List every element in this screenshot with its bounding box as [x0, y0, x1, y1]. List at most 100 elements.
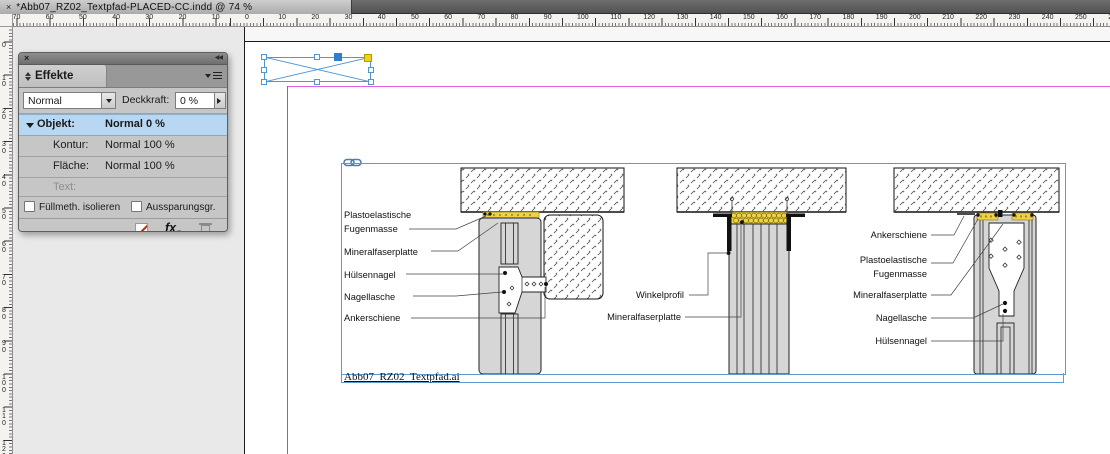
label-plastoelastische-3: Plastoelastische	[860, 255, 927, 265]
margin-guide-horizontal[interactable]	[287, 86, 1110, 87]
hruler-label: 240	[1041, 14, 1054, 21]
tab-effekte[interactable]: Effekte	[19, 65, 107, 87]
blend-mode-dropdown-button[interactable]	[101, 92, 116, 109]
label-ankerschiene-1: Ankerschiene	[344, 313, 400, 323]
selected-empty-frame[interactable]	[261, 53, 374, 85]
hruler-label: 60	[45, 14, 54, 21]
pasteboard-above-page	[245, 27, 1110, 41]
document-tab[interactable]: × *Abb07_RZ02_Textpfad-PLACED-CC.indd @ …	[0, 0, 352, 14]
row-flaeche[interactable]: Fläche: Normal 100 %	[19, 157, 227, 178]
vruler-label: 9 0	[2, 340, 6, 354]
document-canvas[interactable]: Plastoelastische Fugenmasse Mineralfaser…	[13, 27, 1110, 454]
panel-close-icon[interactable]: ×	[24, 53, 30, 63]
hruler-label: 120	[643, 14, 656, 21]
vruler-label: 3 0	[2, 141, 6, 155]
fx-menu-icon[interactable]: fx▼	[165, 221, 182, 232]
isolate-blending-label: Füllmeth. isolieren	[39, 202, 121, 213]
panel-collapse-icon[interactable]: ◀◀	[214, 55, 223, 61]
hruler-label: 150	[743, 14, 755, 21]
vruler-major-ticks	[4, 27, 12, 454]
frame-x-diagonals	[264, 57, 371, 82]
hruler-label: 220	[975, 14, 988, 21]
hruler-label: 140	[709, 14, 722, 21]
opacity-input[interactable]: 0 %	[175, 92, 215, 109]
objekt-value: Normal 0 %	[105, 118, 165, 130]
label-fugenmasse-3: Fugenmasse	[873, 269, 927, 279]
label-mineralfaserplatte-2: Mineralfaserplatte	[607, 312, 681, 322]
handle-top-center[interactable]	[314, 54, 320, 60]
document-tab-bar: × *Abb07_RZ02_Textpfad-PLACED-CC.indd @ …	[0, 0, 1110, 14]
clear-effects-icon[interactable]	[135, 223, 148, 231]
handle-bottom-center[interactable]	[314, 79, 320, 85]
placed-graphic-frame[interactable]: Plastoelastische Fugenmasse Mineralfaser…	[341, 163, 1066, 375]
knockout-group-checkbox[interactable]	[131, 201, 142, 212]
hruler-label: 170	[809, 14, 822, 21]
label-huelsennagel-1: Hülsennagel	[344, 270, 396, 280]
vruler-label: 1 2 0	[2, 439, 6, 454]
flaeche-label: Fläche:	[53, 160, 90, 172]
handle-bottom-left[interactable]	[261, 79, 267, 85]
tab-close-icon[interactable]: ×	[6, 1, 12, 12]
label-winkelprofil: Winkelprofil	[636, 290, 684, 300]
hruler-label: 230	[1008, 14, 1021, 21]
hruler-label: 90	[543, 14, 552, 21]
hruler-label: 200	[909, 14, 921, 21]
page-top-edge	[245, 41, 1110, 42]
caption-filename: Abb07_RZ02_Textpfad.ai	[344, 371, 460, 383]
panel-icon-row: fx▼	[19, 218, 227, 232]
hruler-label: 20	[311, 14, 320, 21]
blend-mode-select[interactable]: Normal	[23, 92, 116, 109]
panel-menu-icon[interactable]	[205, 72, 222, 80]
vruler-label: 1 0	[2, 74, 6, 89]
checkbox-row: Füllmeth. isolieren Aussparungsgr.	[19, 197, 227, 218]
hruler-label: 80	[510, 14, 519, 21]
blend-opacity-row: Normal Deckkraft: 0 %	[19, 88, 227, 114]
flaeche-value: Normal 100 %	[105, 160, 175, 172]
vruler-label: 1 1 0	[2, 406, 6, 427]
hruler-label: 30	[344, 14, 353, 21]
hruler-label: 70	[13, 14, 21, 21]
vruler-label: 8 0	[2, 307, 6, 321]
handle-right-middle[interactable]	[368, 67, 374, 73]
ruler-origin-corner[interactable]	[0, 14, 13, 27]
opacity-label: Deckkraft:	[122, 94, 170, 106]
effects-panel[interactable]: × ◀◀ Effekte Normal Deckkraft: 0 % Objek…	[18, 52, 228, 232]
hruler-major-ticks	[13, 18, 1110, 26]
hruler-label: 190	[875, 14, 888, 21]
handle-top-left[interactable]	[261, 54, 267, 60]
handle-left-middle[interactable]	[261, 67, 267, 73]
handle-bottom-right[interactable]	[368, 79, 374, 85]
hruler-label: 180	[842, 14, 855, 21]
opacity-value: 0 %	[180, 94, 199, 107]
vruler-label: 4 0	[2, 174, 6, 188]
hruler-label: 110	[610, 14, 622, 21]
hruler-label: 50	[411, 14, 419, 21]
link-chain-icon[interactable]	[342, 156, 364, 169]
document-title: *Abb07_RZ02_Textpfad-PLACED-CC.indd @ 74…	[16, 1, 253, 13]
objekt-disclosure-icon[interactable]	[26, 123, 34, 128]
delete-effect-trash-icon[interactable]	[199, 223, 212, 231]
hruler-label: 10	[278, 14, 286, 21]
hruler-label: 40	[112, 14, 120, 21]
caption-text-frame[interactable]: Abb07_RZ02_Textpfad.ai	[341, 371, 1064, 383]
hruler-label: 60	[444, 14, 452, 21]
row-objekt[interactable]: Objekt: Normal 0 %	[19, 114, 227, 136]
handle-selected-solid[interactable]	[334, 53, 342, 61]
live-corner-widget[interactable]	[364, 54, 372, 62]
label-ankerschiene-3: Ankerschiene	[871, 230, 927, 240]
vruler-label: 6 0	[2, 240, 6, 255]
margin-guide-vertical[interactable]	[287, 86, 288, 454]
detail-2: Winkelprofil Mineralfaserplatte	[607, 167, 847, 375]
objekt-label: Objekt:	[37, 118, 75, 130]
kontur-label: Kontur:	[53, 139, 89, 151]
page[interactable]	[245, 41, 1110, 454]
page-left-edge	[244, 27, 245, 454]
detail-1: Plastoelastische Fugenmasse Mineralfaser…	[344, 167, 625, 375]
row-text[interactable]: Text:	[19, 178, 227, 197]
row-kontur[interactable]: Kontur: Normal 100 %	[19, 136, 227, 157]
isolate-blending-checkbox[interactable]	[24, 201, 35, 212]
technical-drawing: Plastoelastische Fugenmasse Mineralfaser…	[344, 167, 1060, 375]
opacity-spinner-button[interactable]	[214, 92, 226, 109]
